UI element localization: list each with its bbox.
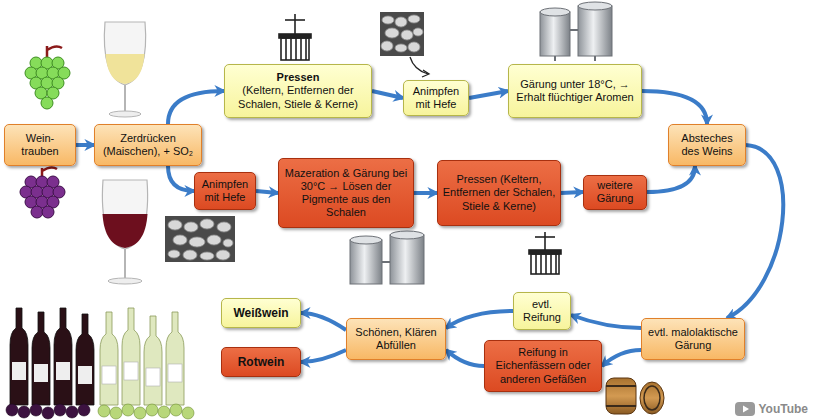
watermark-text: YouTube [758, 402, 808, 416]
wine-press [279, 14, 311, 60]
box-text: weitere Gärung [588, 179, 642, 205]
box-text: Reifung in Eichenfässern oder anderen Ge… [489, 346, 597, 386]
flow-arrow [372, 91, 403, 98]
flow-arrow [571, 315, 641, 328]
process-box: Zerdrücken (Maischen), + SO₂ [94, 124, 202, 166]
process-box: Absteches des Weins [668, 124, 746, 166]
box-text: Gärung unter 18°C, → Erhalt flüchtiger A… [513, 78, 637, 104]
flow-arrow [76, 143, 94, 147]
purple-grapes [20, 167, 65, 218]
process-box: Reifung in Eichenfässern oder anderen Ge… [484, 340, 602, 392]
white-wine-glass [104, 22, 145, 117]
box-text: Animpfen mit Hefe [199, 178, 251, 204]
process-box: Mazeration & Gärung bei 30°C → Lösen der… [278, 158, 414, 228]
yeast-micrograph [380, 12, 429, 77]
process-box: Animpfen mit Hefe [403, 80, 469, 116]
box-text: evtl. malolaktische Gärung [646, 326, 740, 352]
box-text: evtl. Reifung [518, 298, 566, 324]
fermentation-tanks [540, 2, 612, 61]
flow-arrow [446, 350, 484, 366]
process-box: Animpfen mit Hefe [194, 172, 256, 210]
wine-bottles [6, 308, 194, 419]
red-wine-glass [102, 180, 147, 284]
process-box: Pressen (Keltern, Entfernen der Schalen,… [437, 160, 561, 226]
wine-press [529, 232, 561, 274]
box-text: Animpfen mit Hefe [408, 85, 464, 111]
process-box: Pressen(Keltern, Entfernen der Schalen, … [224, 64, 372, 118]
box-text: Schönen, Klären Abfüllen [351, 326, 441, 352]
process-box: evtl. Reifung [513, 292, 571, 330]
yeast-micrograph [165, 216, 235, 262]
box-text: Mazeration & Gärung bei 30°C → Lösen der… [283, 167, 409, 220]
box-text: Weißwein [233, 306, 288, 320]
flow-arrow [301, 313, 346, 330]
flow-arrow [301, 350, 346, 362]
process-box: Wein- trauben [4, 124, 76, 166]
box-text: Pressen (Keltern, Entfernen der Schalen,… [442, 173, 556, 213]
process-box: Gärung unter 18°C, → Erhalt flüchtiger A… [508, 64, 642, 118]
oak-barrels [606, 378, 664, 414]
play-icon [735, 402, 755, 416]
process-box: Rotwein [221, 347, 301, 377]
box-text: Rotwein [238, 355, 285, 369]
flow-arrow [168, 91, 224, 124]
process-box: Weißwein [221, 298, 301, 328]
flow-arrow [602, 350, 641, 366]
process-box: Schönen, Klären Abfüllen [346, 318, 446, 360]
green-grapes [25, 46, 70, 109]
flow-arrow [446, 311, 513, 328]
box-text: Pressen [277, 71, 320, 84]
flow-arrow [727, 145, 783, 318]
flow-arrow [469, 91, 508, 98]
watermark: YouTube [735, 402, 808, 416]
box-text: (Keltern, Entfernen der Schalen, Stiele … [229, 84, 367, 110]
box-text: Absteches des Weins [673, 132, 741, 158]
process-box: weitere Gärung [583, 175, 647, 210]
flow-arrow [414, 191, 437, 195]
fermentation-tanks [350, 231, 424, 284]
flow-arrow [256, 191, 278, 193]
flow-arrow [561, 192, 583, 193]
box-text: Wein- trauben [9, 132, 71, 158]
process-box: evtl. malolaktische Gärung [641, 318, 745, 360]
box-text: Zerdrücken (Maischen), + SO₂ [99, 132, 197, 158]
flow-arrow [647, 166, 695, 192]
flow-arrow [168, 166, 194, 191]
flow-arrow [642, 91, 707, 124]
